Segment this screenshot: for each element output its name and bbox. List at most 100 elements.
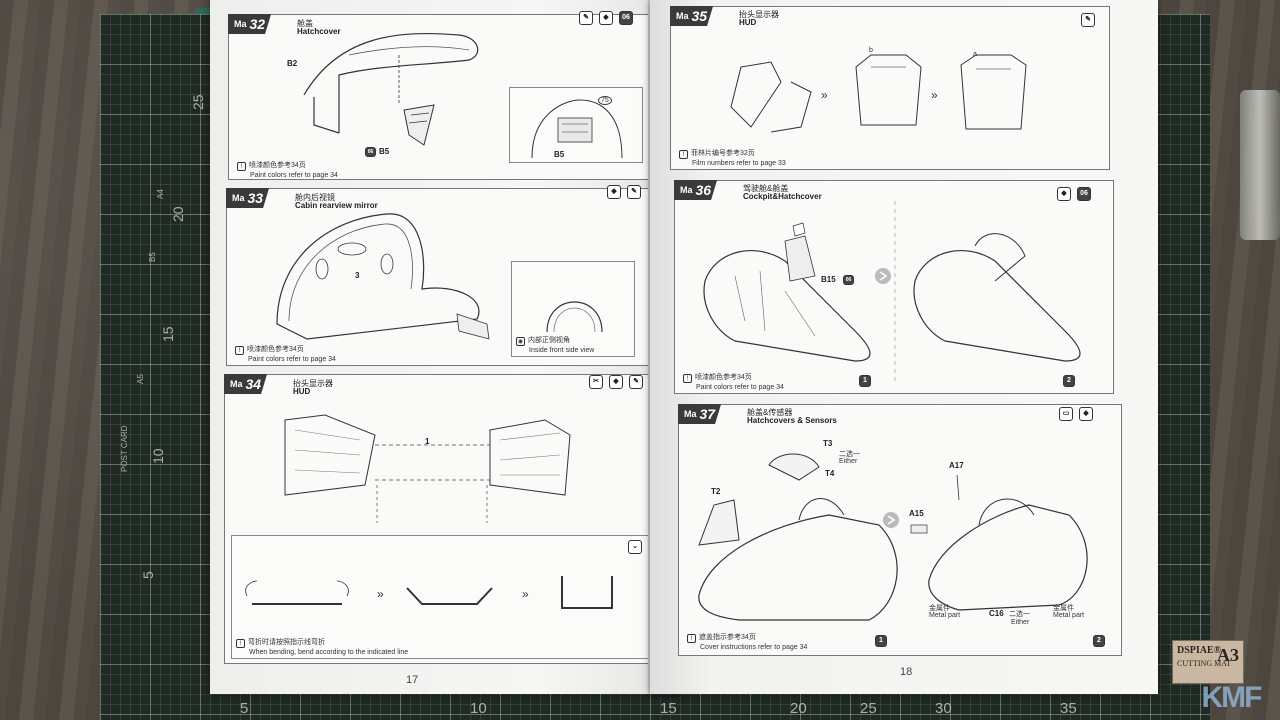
- mat-number: 5: [140, 571, 156, 579]
- glue-icon: ◆: [1079, 407, 1093, 421]
- note-zh: 喷漆颜色参考34页: [695, 374, 752, 381]
- step-title-zh: 抬头显示器: [739, 10, 779, 19]
- part-label: A17: [949, 461, 964, 470]
- metal-en: Metal part: [929, 612, 961, 619]
- note-en: Paint colors refer to page 34: [248, 356, 336, 363]
- paint-icon: ✎: [629, 375, 643, 389]
- step-number: 32: [249, 16, 266, 32]
- note-zh: 菲林片编号参考32页: [691, 150, 755, 157]
- brand-size: A3: [1217, 645, 1239, 665]
- color-chip: 06: [1077, 187, 1091, 201]
- step-title-en: HUD: [293, 387, 311, 396]
- inset-drawing: [546, 301, 603, 333]
- paint-icon: ✎: [627, 185, 641, 199]
- inset-drawing: [531, 99, 623, 159]
- svg-text:»: »: [821, 88, 828, 102]
- callout-label: a: [973, 51, 977, 58]
- glue-icon: ◆: [609, 375, 623, 389]
- step-title-en: Hatchcover: [297, 27, 341, 36]
- either-zh: 二选一: [1009, 611, 1030, 618]
- color-chip: 06: [843, 275, 854, 285]
- sub-step: 2: [1063, 375, 1075, 387]
- color-chip: 06: [365, 147, 376, 157]
- note-zh: 遮盖指示参考34页: [699, 634, 756, 641]
- sub-step: 2: [1093, 635, 1105, 647]
- cover-note: !遮盖指示参考34页 Cover instructions refer to p…: [687, 633, 807, 652]
- svg-text:»: »: [522, 587, 529, 601]
- part-label: 75: [598, 96, 612, 105]
- hatchcovers-drawing: [698, 453, 1088, 621]
- part-label: B15: [821, 275, 836, 284]
- callout-count: 1: [425, 437, 430, 446]
- callout-count: 3: [355, 271, 360, 280]
- glue-icon: ◆: [1057, 187, 1071, 201]
- bending-inset: ⌄ » » !弯折时请按照指示线弯折 When bending, bend ac…: [231, 535, 655, 659]
- part-label: B2: [287, 59, 298, 68]
- masking-icon: ▭: [1059, 407, 1073, 421]
- cut-icon: ✂: [589, 375, 603, 389]
- page-number: 18: [900, 666, 913, 678]
- note-zh: 弯折时请按照指示线弯折: [248, 639, 325, 646]
- color-chip: 06: [619, 11, 633, 25]
- step-prefix: Ma: [230, 379, 243, 389]
- mat-label: B5: [148, 252, 157, 262]
- warning-icon: !: [237, 162, 246, 171]
- paint-icon: ✎: [1081, 13, 1095, 27]
- paint-note: !喷漆颜色参考34页 Paint colors refer to page 34: [237, 161, 338, 180]
- note-en: Cover instructions refer to page 34: [700, 644, 808, 651]
- inset-zh: 内部正侧视角: [528, 337, 570, 344]
- paint-note: !喷漆颜色参考34页 Paint colors refer to page 34: [235, 345, 336, 364]
- part-label: B5: [379, 147, 390, 156]
- step-title-zh: 舱内后视镜: [295, 193, 335, 202]
- step-title-en: Cockpit&Hatchcover: [743, 192, 822, 201]
- step-prefix: Ma: [680, 185, 693, 195]
- part-label: T3: [823, 439, 833, 448]
- warning-icon: !: [679, 150, 688, 159]
- warning-icon: !: [687, 634, 696, 643]
- step-number: 37: [699, 406, 716, 422]
- mat-number: 30: [935, 700, 952, 717]
- mat-number: 15: [660, 700, 677, 717]
- mat-number: 35: [1060, 700, 1077, 717]
- metal-zh: 金属件: [929, 605, 950, 612]
- step-prefix: Ma: [684, 409, 697, 419]
- mat-label: POST CARD: [120, 425, 129, 472]
- note-en: When bending, bend according to the indi…: [249, 649, 409, 656]
- watermark-logo: KMF: [1201, 681, 1263, 714]
- note-en: Paint colors refer to page 34: [250, 172, 338, 179]
- note-zh: 喷漆颜色参考34页: [249, 162, 306, 169]
- glue-icon: ◆: [607, 185, 621, 199]
- metal-en: Metal part: [1053, 612, 1085, 619]
- warning-icon: !: [683, 374, 692, 383]
- step-number: 36: [695, 182, 712, 198]
- svg-text:»: »: [377, 587, 384, 601]
- step-number: 34: [245, 376, 262, 392]
- metal-zh: 金属件: [1053, 605, 1074, 612]
- plastic-bag: [1240, 90, 1280, 240]
- step-prefix: Ma: [676, 11, 689, 21]
- step-prefix: Ma: [232, 193, 245, 203]
- eye-icon: ◉: [516, 337, 525, 346]
- canopy-frame-drawing: [303, 33, 479, 146]
- step-title-zh: 驾驶舱&舱盖: [743, 184, 789, 193]
- note-en: Paint colors refer to page 34: [696, 384, 784, 391]
- brand-name: DSPIAE®: [1177, 645, 1222, 656]
- step-title-zh: 舱盖: [297, 19, 313, 28]
- part-label: B5: [554, 150, 565, 159]
- step-number: 33: [247, 190, 264, 206]
- glue-icon: ◆: [599, 11, 613, 25]
- detail-inset: ◉内部正侧视角 Inside front side view: [511, 261, 635, 357]
- either-en: Either: [1011, 619, 1030, 626]
- warning-icon: !: [236, 639, 245, 648]
